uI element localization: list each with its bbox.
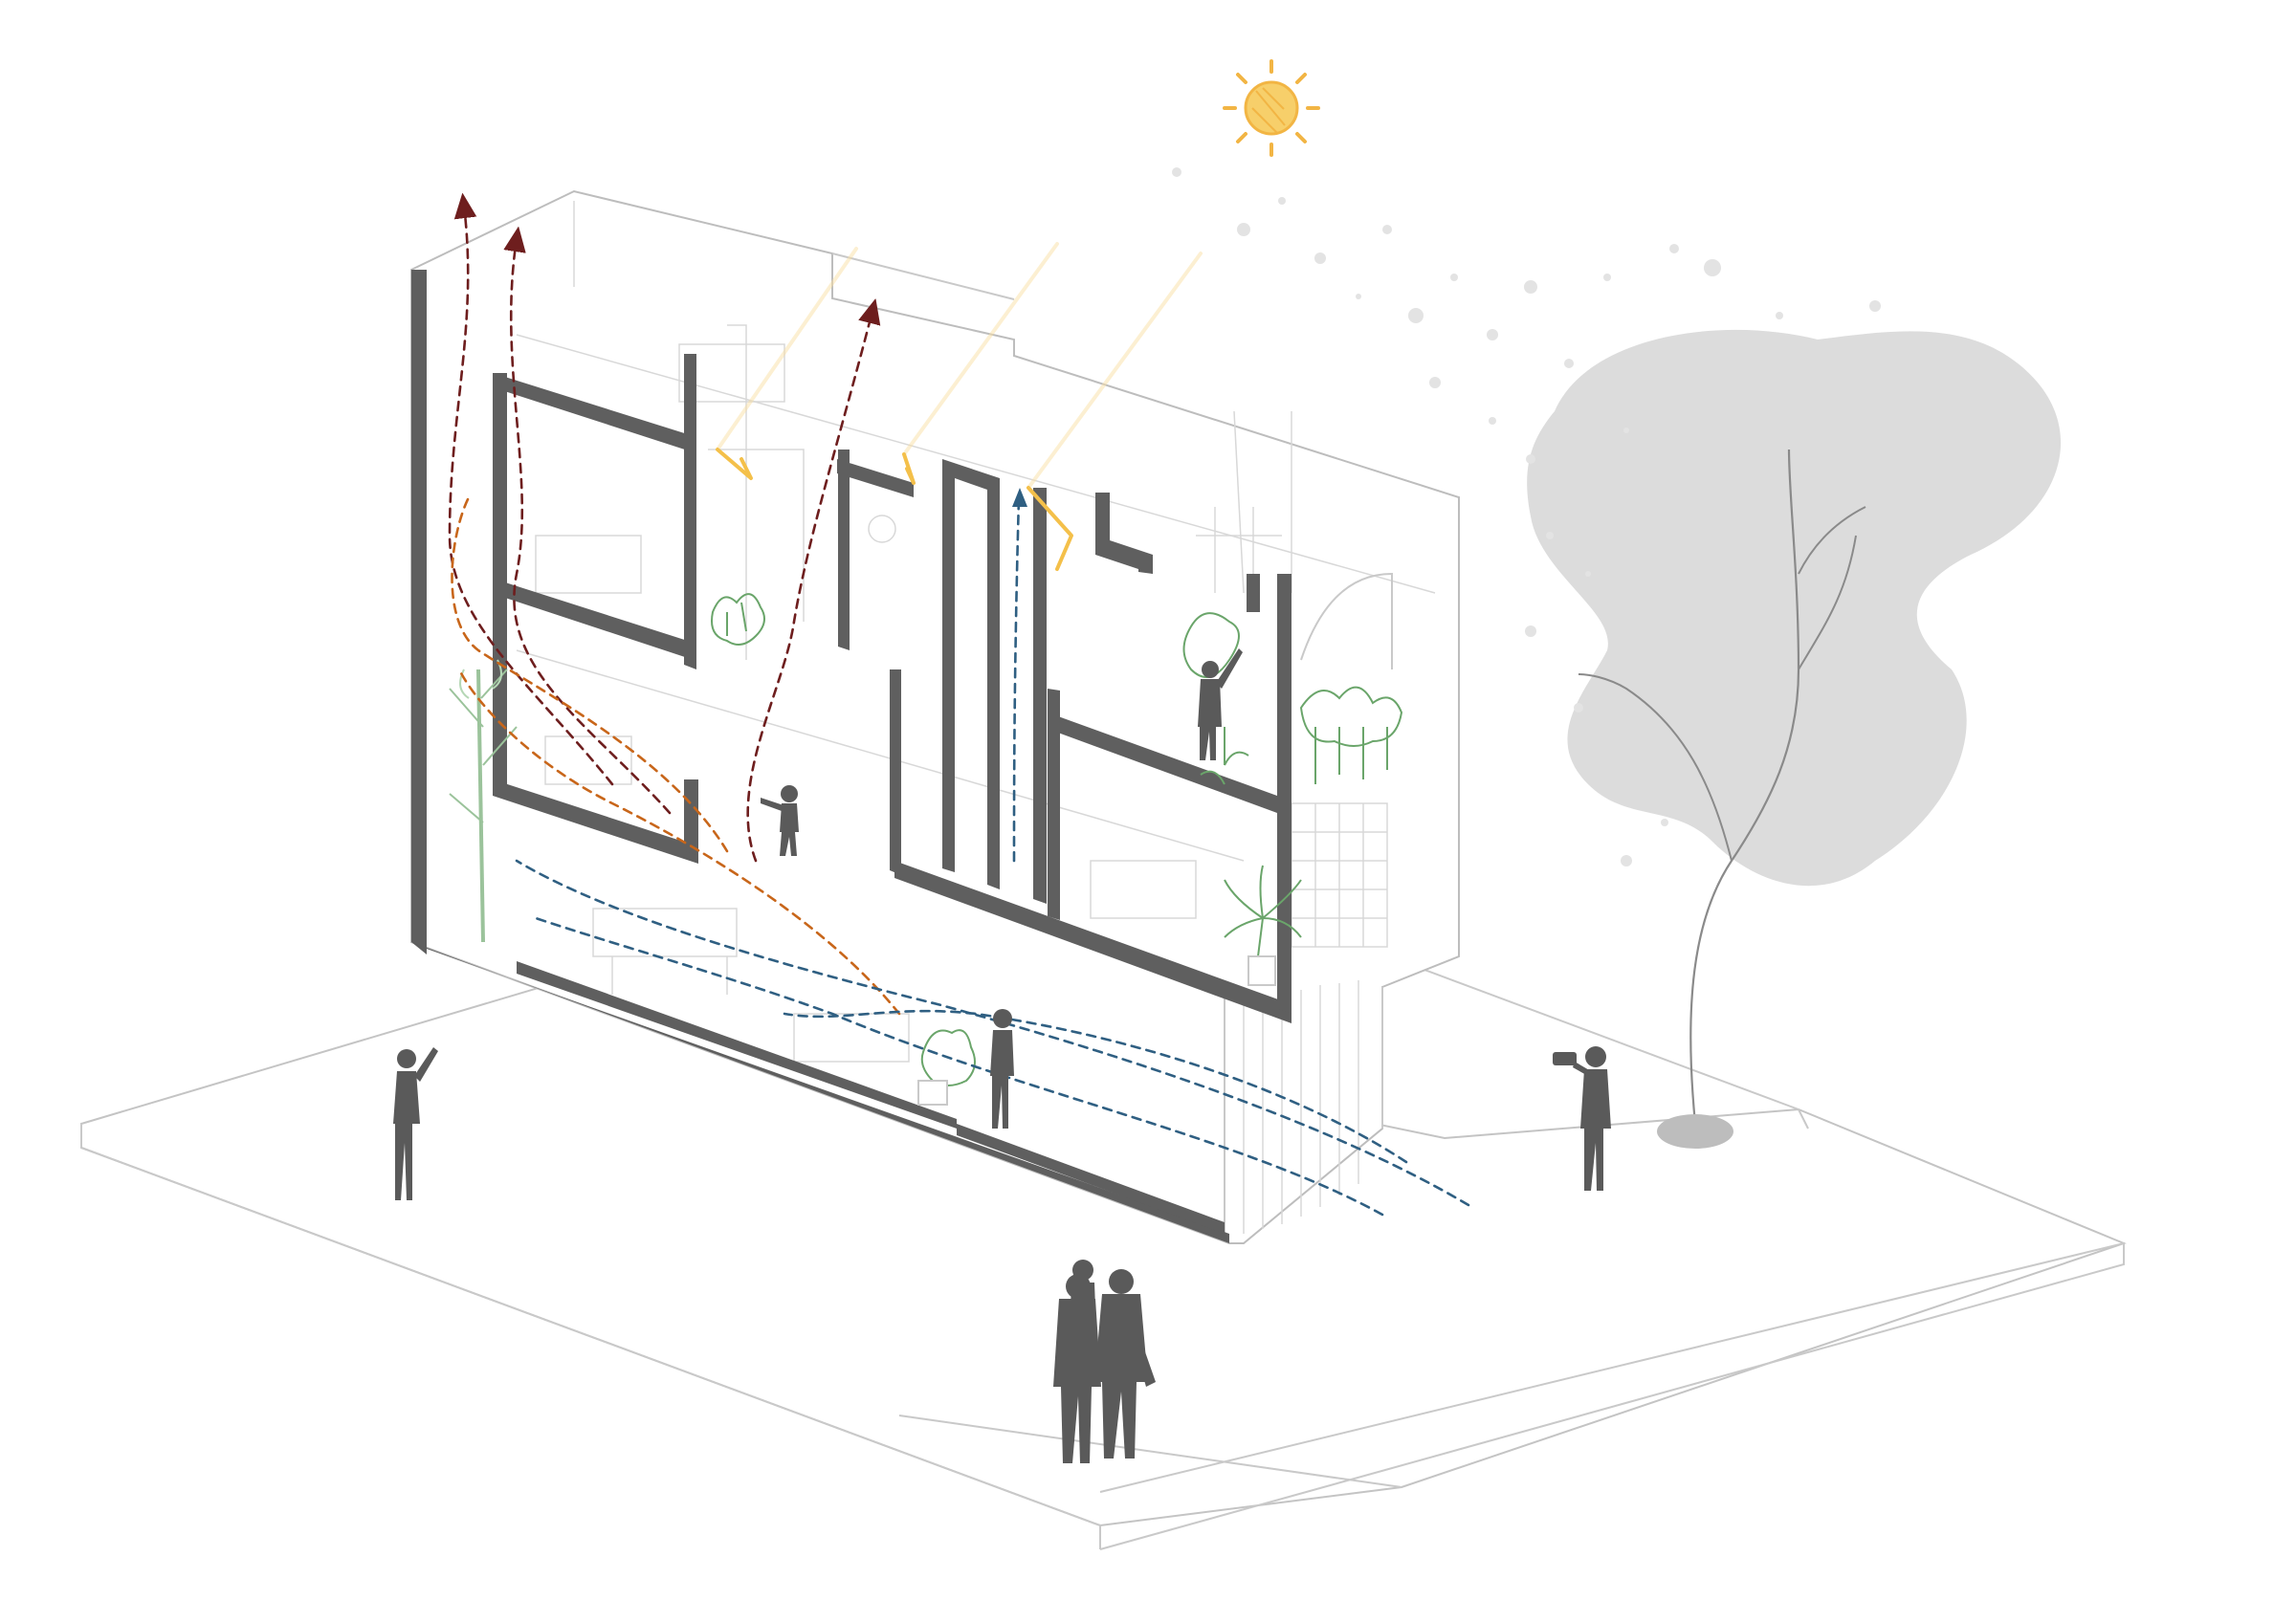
hot-air-arrow-3 — [746, 311, 872, 863]
cool-air-arrow-2 — [534, 916, 1384, 1217]
sunlight-arrow-1 — [716, 247, 858, 480]
cool-air-arrow-4 — [1012, 495, 1021, 863]
section-cut-walls — [411, 270, 1292, 1243]
person-silhouette-icon — [1094, 1269, 1156, 1459]
tree-canopy — [1527, 329, 2062, 887]
wall-left-v1 — [493, 373, 507, 796]
sun-rays — [1223, 59, 1320, 157]
terrace-plants-icon — [1182, 612, 1403, 785]
first-slab-left — [493, 779, 698, 864]
person-silhouette-icon — [761, 785, 799, 856]
person-silhouette-icon — [1198, 648, 1243, 760]
hot-air-arrow-1 — [448, 206, 614, 786]
sunlight-arrows — [716, 242, 1203, 571]
warm-air-arrow-2 — [457, 668, 901, 1016]
canopy-dots — [1172, 167, 1881, 866]
cool-air-arrow-3 — [783, 1009, 1408, 1164]
person-silhouette-icon — [990, 1009, 1014, 1129]
wall-right-v1 — [1048, 689, 1060, 920]
air-flow-arrows — [448, 206, 1470, 1217]
third-slab-left — [493, 373, 694, 452]
left-second-floor-wall — [493, 612, 507, 650]
wall-far-right-v — [1277, 574, 1292, 1014]
ground-slab — [411, 942, 1229, 1243]
ground-base-right — [957, 1124, 1225, 1234]
second-slab-left — [502, 581, 694, 660]
sunlight-arrow-2 — [902, 242, 1059, 485]
slab-right-upper — [1048, 713, 1277, 813]
person-silhouette-icon — [1053, 1274, 1101, 1463]
ground-floor-base — [517, 961, 957, 1129]
wall-center-v2 — [838, 450, 850, 650]
left-ground-small-wall — [684, 779, 698, 856]
slab-mid-top — [837, 459, 914, 497]
wall-center-v3 — [890, 669, 901, 875]
wall-right-v2 — [1095, 493, 1110, 555]
cool-air-arrowhead — [1012, 488, 1027, 507]
cool-air-arrow-1 — [515, 859, 1470, 1207]
wall-far-right-upper — [1247, 574, 1260, 612]
hot-air-arrow-2 — [511, 239, 672, 815]
sun-icon — [1223, 59, 1320, 157]
hanging-plant-icon — [711, 593, 765, 646]
tree-trunk — [1689, 449, 1800, 1125]
sunlight-arrow-3 — [1027, 252, 1203, 571]
interior-furniture-lines — [535, 324, 1292, 1063]
person-silhouette-icon — [1553, 1046, 1611, 1191]
person-silhouette-icon — [393, 1047, 438, 1200]
wall-right-v3 — [1138, 555, 1153, 574]
wall-center-v1 — [684, 354, 696, 669]
wall-center-v4 — [942, 459, 1000, 889]
tree-base — [1657, 1114, 1733, 1149]
street-tree — [1172, 167, 2062, 1149]
left-exterior-wall — [411, 270, 427, 954]
people — [393, 648, 1611, 1463]
garage-slats — [1243, 980, 1359, 1234]
potted-palm-icon — [1224, 865, 1302, 986]
warm-air-arrow-1 — [451, 495, 729, 853]
wall-center-v5 — [1033, 488, 1047, 904]
slab-right-mid — [894, 861, 1292, 1023]
